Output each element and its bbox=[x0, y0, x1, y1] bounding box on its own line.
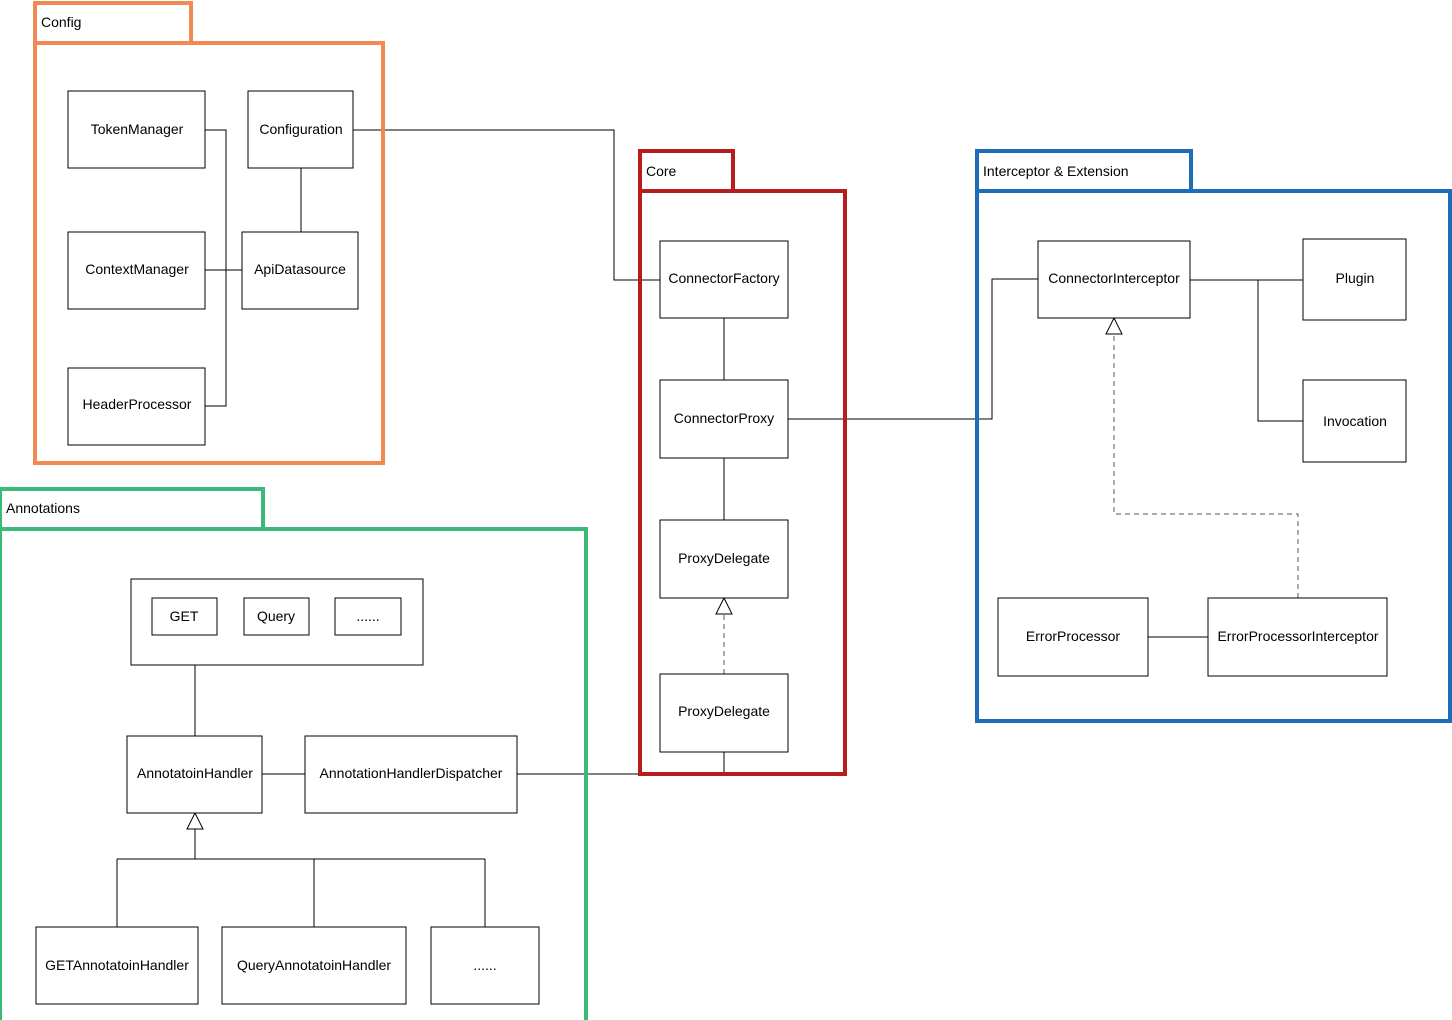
arrowheads bbox=[186, 316, 1123, 830]
class-box-connectorinterceptor bbox=[1037, 240, 1191, 319]
class-label-errorprocessor: ErrorProcessor bbox=[1026, 628, 1120, 644]
package-core bbox=[638, 189, 847, 776]
class-box-annotationhandlerdispatcher bbox=[304, 735, 518, 814]
config-left-bus bbox=[205, 129, 227, 407]
class-label-query: Query bbox=[257, 608, 295, 624]
dispatcher-to-proxydelegate bbox=[517, 752, 725, 775]
class-box-query bbox=[243, 597, 310, 636]
package-annotations bbox=[0, 527, 588, 1020]
class-label-connectorinterceptor: ConnectorInterceptor bbox=[1048, 270, 1180, 286]
configuration-to-connectorfactory bbox=[353, 129, 660, 281]
class-box-headerprocessor bbox=[67, 367, 206, 446]
class-box-errorprocessorinterceptor bbox=[1207, 597, 1388, 677]
class-box-annotation-more bbox=[334, 597, 402, 636]
class-box-get bbox=[151, 597, 218, 636]
package-label-core: Core bbox=[646, 163, 677, 179]
class-label-annotationhandlerdispatcher: AnnotationHandlerDispatcher bbox=[320, 765, 503, 781]
class-label-connectorproxy: ConnectorProxy bbox=[674, 410, 774, 426]
class-box-plugin bbox=[1302, 238, 1407, 321]
class-label-invocation: Invocation bbox=[1323, 413, 1387, 429]
class-label-handler-more: ...... bbox=[473, 957, 496, 973]
proxy-to-interceptor bbox=[788, 278, 1038, 420]
class-label-configuration: Configuration bbox=[259, 121, 342, 137]
class-box-getannotationhandler bbox=[35, 926, 199, 1005]
class-box-proxydelegate-impl bbox=[659, 673, 789, 753]
package-interceptor bbox=[975, 189, 1452, 723]
class-box-handler-more bbox=[430, 926, 540, 1005]
class-label-errorprocessorinterceptor: ErrorProcessorInterceptor bbox=[1217, 628, 1378, 644]
class-box-connectorproxy bbox=[659, 379, 789, 459]
class-label-annotation-more: ...... bbox=[356, 608, 379, 624]
class-box-queryannotationhandler bbox=[221, 926, 407, 1005]
package-config bbox=[33, 41, 385, 465]
class-box-contextmanager bbox=[67, 231, 206, 310]
class-label-headerprocessor: HeaderProcessor bbox=[83, 396, 192, 412]
package-label-interceptor: Interceptor & Extension bbox=[983, 163, 1129, 179]
class-label-plugin: Plugin bbox=[1336, 270, 1375, 286]
class-box-apidatasource bbox=[241, 231, 359, 310]
class-label-getannotationhandler: GETAnnotatoinHandler bbox=[45, 957, 189, 973]
handler-inheritance-tree bbox=[116, 829, 486, 927]
class-box-proxydelegate bbox=[659, 519, 789, 599]
class-label-annotationhandler: AnnotatoinHandler bbox=[137, 765, 253, 781]
class-boxes bbox=[35, 90, 1407, 1005]
package-label-annotations: Annotations bbox=[6, 500, 80, 516]
class-label-contextmanager: ContextManager bbox=[85, 261, 189, 277]
class-label-queryannotationhandler: QueryAnnotatoinHandler bbox=[237, 957, 391, 973]
class-label-proxydelegate: ProxyDelegate bbox=[678, 550, 770, 566]
interceptor-to-invocation bbox=[1257, 280, 1303, 422]
class-box-tokenmanager bbox=[67, 90, 206, 169]
triangle-arrow-icon bbox=[186, 811, 204, 830]
class-box-configuration bbox=[247, 90, 354, 169]
triangle-arrow-icon bbox=[1105, 316, 1123, 335]
realization-lines bbox=[723, 334, 1299, 674]
class-label-apidatasource: ApiDatasource bbox=[254, 261, 346, 277]
class-label-proxydelegate-impl: ProxyDelegate bbox=[678, 703, 770, 719]
class-labels: TokenManager Configuration ContextManage… bbox=[45, 121, 1387, 973]
errorinterceptor-realization bbox=[1113, 334, 1299, 598]
class-box-connectorfactory bbox=[659, 240, 789, 319]
class-label-connectorfactory: ConnectorFactory bbox=[668, 270, 779, 286]
class-label-tokenmanager: TokenManager bbox=[91, 121, 184, 137]
class-box-annotationhandler bbox=[126, 735, 263, 814]
class-box-invocation bbox=[1302, 379, 1407, 463]
triangle-arrow-icon bbox=[715, 596, 733, 615]
class-label-get: GET bbox=[170, 608, 199, 624]
class-box-errorprocessor bbox=[997, 597, 1149, 677]
package-label-config: Config bbox=[41, 14, 81, 30]
